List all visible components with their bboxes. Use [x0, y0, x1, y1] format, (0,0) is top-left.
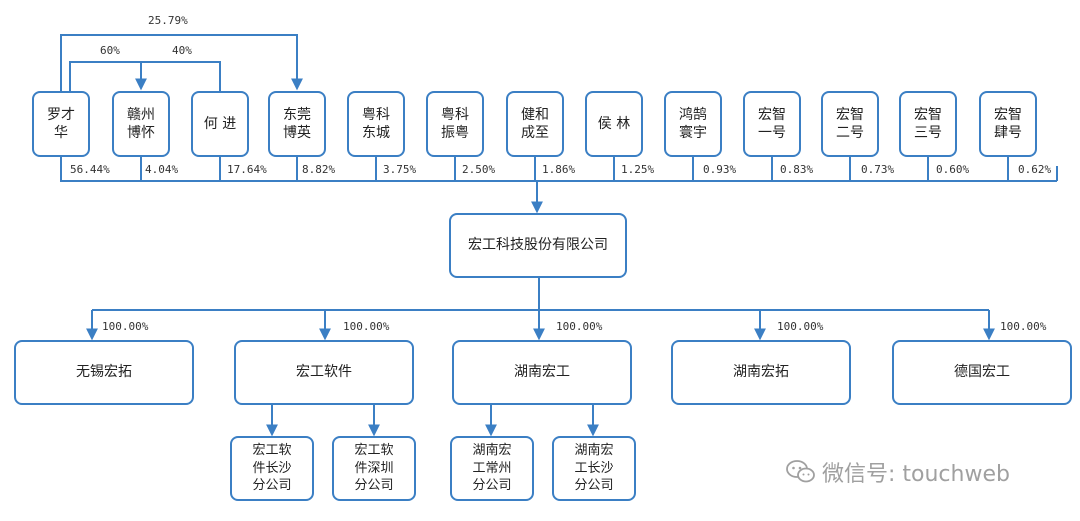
branch-box[interactable]: 湖南宏 工常州 分公司 — [450, 436, 534, 501]
shareholding-pct: 0.73% — [861, 163, 895, 176]
shareholder-box[interactable]: 罗才 华 — [32, 91, 90, 157]
shareholder-name: 鸿鹄 寰宇 — [679, 106, 707, 141]
subsidiary-box[interactable]: 湖南宏工 — [452, 340, 632, 405]
subsidiary-pct: 100.00% — [777, 320, 824, 333]
shareholder-box[interactable]: 粤科 振粤 — [426, 91, 484, 157]
shareholder-name: 宏智 一号 — [758, 106, 786, 141]
subsidiary-box[interactable]: 无锡宏拓 — [14, 340, 194, 405]
shareholder-box[interactable]: 侯 林 — [585, 91, 643, 157]
shareholding-pct: 2.50% — [462, 163, 496, 176]
pct-he-to-ganzhou: 40% — [172, 44, 192, 57]
shareholder-box[interactable]: 鸿鹄 寰宇 — [664, 91, 722, 157]
shareholder-box[interactable]: 宏智 二号 — [821, 91, 879, 157]
wechat-watermark: 微信号: touchweb — [786, 456, 1010, 488]
shareholding-pct: 0.60% — [936, 163, 970, 176]
branch-name: 宏工软 件长沙 分公司 — [252, 443, 292, 494]
shareholder-box[interactable]: 赣州 博怀 — [112, 91, 170, 157]
shareholder-box[interactable]: 宏智 肆号 — [979, 91, 1037, 157]
subsidiary-box[interactable]: 德国宏工 — [892, 340, 1072, 405]
company-name: 宏工科技股份有限公司 — [468, 237, 608, 254]
shareholder-box[interactable]: 东莞 博英 — [268, 91, 326, 157]
branch-box[interactable]: 宏工软 件长沙 分公司 — [230, 436, 314, 501]
shareholder-name: 侯 林 — [597, 115, 631, 132]
company-box[interactable]: 宏工科技股份有限公司 — [449, 213, 627, 278]
shareholder-name: 粤科 振粤 — [441, 106, 469, 141]
subsidiary-name: 宏工软件 — [296, 364, 352, 381]
subsidiary-pct: 100.00% — [1000, 320, 1047, 333]
shareholder-name: 宏智 二号 — [836, 106, 864, 141]
subsidiary-box[interactable]: 宏工软件 — [234, 340, 414, 405]
shareholding-pct: 56.44% — [70, 163, 110, 176]
branch-name: 湖南宏 工长沙 分公司 — [574, 443, 614, 494]
subsidiary-pct: 100.00% — [556, 320, 603, 333]
branch-name: 宏工软 件深圳 分公司 — [354, 443, 394, 494]
shareholder-box[interactable]: 粤科 东城 — [347, 91, 405, 157]
shareholder-name: 宏智 三号 — [914, 106, 942, 141]
shareholding-pct: 3.75% — [383, 163, 417, 176]
pct-luo-to-dongguan: 25.79% — [148, 14, 188, 27]
shareholding-pct: 0.83% — [780, 163, 814, 176]
subsidiary-pct: 100.00% — [102, 320, 149, 333]
subsidiary-name: 湖南宏工 — [514, 364, 570, 381]
wechat-icon — [786, 460, 815, 483]
watermark-text: 微信号: touchweb — [822, 462, 1010, 487]
subsidiary-name: 湖南宏拓 — [733, 364, 789, 381]
shareholder-name: 东莞 博英 — [283, 106, 311, 141]
shareholder-box[interactable]: 宏智 一号 — [743, 91, 801, 157]
shareholding-pct: 1.25% — [621, 163, 655, 176]
subsidiary-name: 德国宏工 — [954, 364, 1010, 381]
branch-box[interactable]: 湖南宏 工长沙 分公司 — [552, 436, 636, 501]
pct-luo-to-ganzhou: 60% — [100, 44, 120, 57]
shareholding-pct: 8.82% — [302, 163, 336, 176]
shareholder-box[interactable]: 健和 成至 — [506, 91, 564, 157]
subsidiary-name: 无锡宏拓 — [76, 364, 132, 381]
subsidiary-box[interactable]: 湖南宏拓 — [671, 340, 851, 405]
shareholding-pct: 4.04% — [145, 163, 179, 176]
shareholding-pct: 0.93% — [703, 163, 737, 176]
shareholder-name: 粤科 东城 — [362, 106, 390, 141]
shareholder-box[interactable]: 何 进 — [191, 91, 249, 157]
shareholding-pct: 0.62% — [1018, 163, 1052, 176]
branch-name: 湖南宏 工常州 分公司 — [472, 443, 512, 494]
subsidiary-pct: 100.00% — [343, 320, 390, 333]
shareholder-name: 宏智 肆号 — [994, 106, 1022, 141]
shareholder-name: 何 进 — [203, 115, 237, 132]
shareholder-box[interactable]: 宏智 三号 — [899, 91, 957, 157]
shareholding-pct: 1.86% — [542, 163, 576, 176]
shareholder-name: 赣州 博怀 — [127, 106, 155, 141]
shareholder-name: 罗才 华 — [47, 106, 75, 141]
branch-box[interactable]: 宏工软 件深圳 分公司 — [332, 436, 416, 501]
shareholding-pct: 17.64% — [227, 163, 267, 176]
shareholder-name: 健和 成至 — [521, 106, 549, 141]
